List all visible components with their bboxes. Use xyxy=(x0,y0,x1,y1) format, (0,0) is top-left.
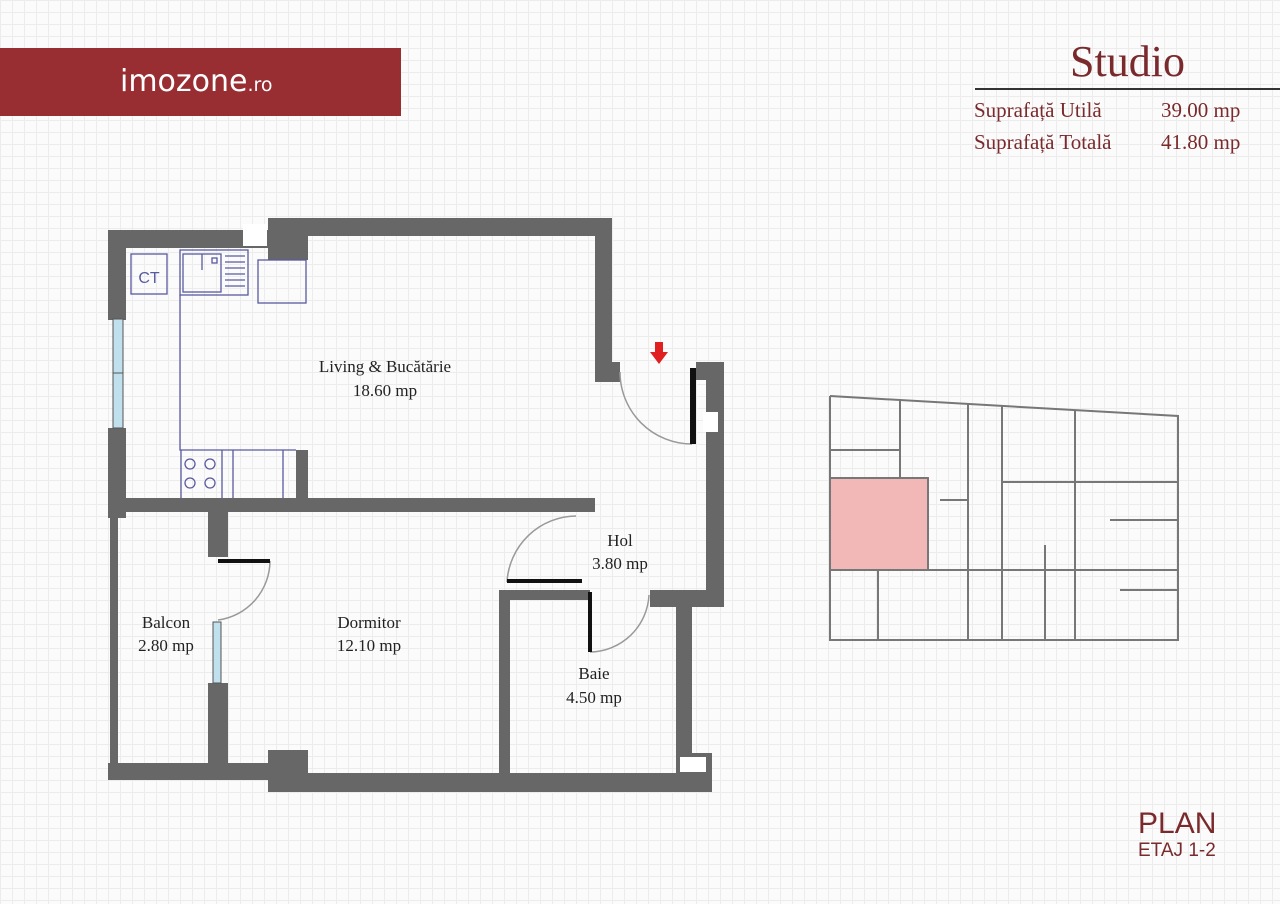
room-name: Dormitor xyxy=(337,613,401,632)
brand-name: imozone xyxy=(120,64,248,99)
brand-logo: imozone.ro xyxy=(0,48,401,116)
room-name: Balcon xyxy=(142,613,191,632)
room-name: Living & Bucătărie xyxy=(319,357,451,376)
doors xyxy=(217,368,696,653)
title-divider xyxy=(975,88,1280,90)
kitchen-furniture xyxy=(130,249,307,498)
spec-label: Suprafață Utilă xyxy=(974,98,1102,122)
entrance-arrow-icon xyxy=(650,342,668,364)
room-area: 4.50 mp xyxy=(566,688,622,707)
plan-label: PLAN xyxy=(1138,807,1217,840)
room-labels: Living & Bucătărie 18.60 mp Hol 3.80 mp … xyxy=(138,357,648,707)
boiler-label: CT xyxy=(138,270,160,287)
spec-total: Suprafață Totală 41.80 mp xyxy=(974,130,1240,155)
room-name: Hol xyxy=(607,531,633,550)
floor-label: ETAJ 1-2 xyxy=(1138,840,1216,861)
boiler xyxy=(130,253,168,295)
highlighted-unit xyxy=(829,477,929,571)
spec-value: 39.00 mp xyxy=(1161,98,1241,122)
walls xyxy=(108,218,724,792)
brand-tld: .ro xyxy=(247,74,273,96)
room-area: 2.80 mp xyxy=(138,636,194,655)
room-area: 12.10 mp xyxy=(337,636,401,655)
room-area: 3.80 mp xyxy=(592,554,648,573)
floor-key-map xyxy=(829,395,1179,641)
windows xyxy=(112,318,222,684)
unit-title: Studio xyxy=(1070,37,1185,86)
spec-usable: Suprafață Utilă 39.00 mp xyxy=(974,98,1240,123)
room-name: Baie xyxy=(578,664,609,683)
spec-value: 41.80 mp xyxy=(1161,130,1241,154)
spec-label: Suprafață Totală xyxy=(974,130,1112,154)
room-area: 18.60 mp xyxy=(353,381,417,400)
shafts xyxy=(243,224,718,772)
